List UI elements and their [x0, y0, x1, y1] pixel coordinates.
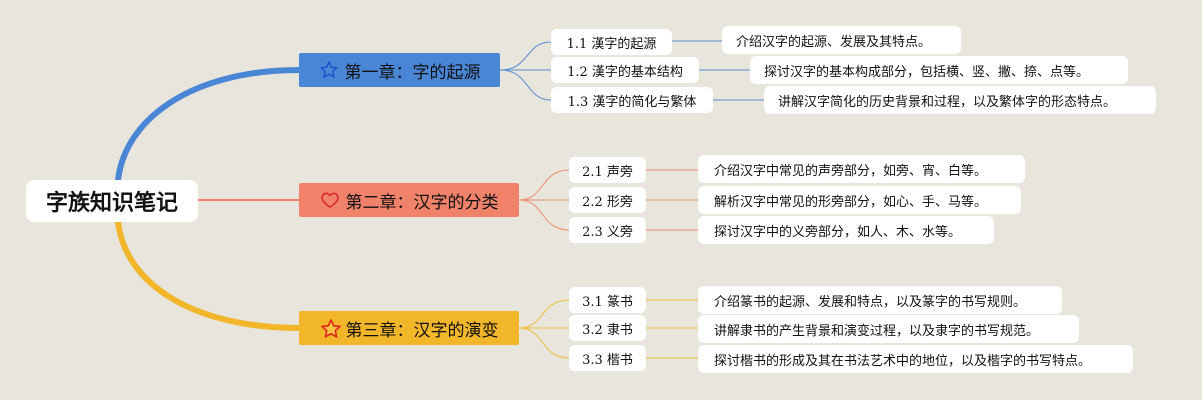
ch2-sub-2[interactable]: 2.2 形旁 [569, 187, 646, 213]
ch3-sub-1[interactable]: 3.1 篆书 [569, 287, 646, 313]
root-connector-1 [115, 67, 303, 183]
ch3-desc-1-text: 介绍篆书的起源、发展和特点，以及篆字的书写规则。 [714, 294, 1027, 310]
ch2-connector-3 [518, 199, 570, 231]
ch2-sub-3-label: 2.3 义旁 [582, 224, 633, 240]
chapter-2-label: 第二章：汉字的分类 [345, 192, 499, 213]
ch1-sub-1[interactable]: 1.1 漢字的起源 [551, 29, 672, 55]
ch1-desc-3[interactable]: 讲解汉字简化的历史背景和过程，以及繁体字的形态特点。 [764, 86, 1156, 114]
ch2-connector-1 [518, 169, 570, 201]
chapter-3-label: 第三章：汉字的演变 [345, 320, 499, 341]
ch1-desc-2-text: 探讨汉字的基本构成部分，包括横、竖、撇、捺、点等。 [764, 64, 1090, 80]
ch1-desc-1-text: 介绍汉字的起源、发展及其特点。 [736, 34, 932, 50]
ch3-desc-1[interactable]: 介绍篆书的起源、发展和特点，以及篆字的书写规则。 [698, 286, 1062, 314]
ch3-sub-1-label: 3.1 篆书 [582, 294, 633, 310]
ch3-connector-3 [518, 327, 570, 359]
star-outline-icon [319, 60, 339, 80]
ch3-sub-2[interactable]: 3.2 隶书 [569, 315, 646, 341]
ch1-sub-2[interactable]: 1.2 漢字的基本结构 [551, 57, 699, 83]
ch3-desc-2[interactable]: 讲解隶书的产生背景和演变过程，以及隶字的书写规范。 [698, 315, 1079, 343]
chapter-1-label: 第一章：字的起源 [344, 62, 481, 83]
ch2-desc-1-text: 介绍汉字中常见的声旁部分，如旁、宵、白等。 [714, 163, 988, 179]
ch3-desc-3[interactable]: 探讨楷书的形成及其在书法艺术中的地位，以及楷字的书写特点。 [698, 345, 1133, 373]
ch2-sub-1-label: 2.1 声旁 [582, 164, 633, 180]
ch3-desc-2-text: 讲解隶书的产生背景和演变过程，以及隶字的书写规范。 [714, 323, 1040, 339]
root-title: 字族知识笔记 [45, 191, 178, 216]
star-filled-icon [320, 318, 341, 338]
ch1-desc-3-text: 讲解汉字简化的历史背景和过程，以及繁体字的形态特点。 [778, 94, 1117, 110]
ch2-sub-3[interactable]: 2.3 义旁 [569, 217, 646, 243]
ch1-connector-3 [499, 69, 552, 101]
ch2-desc-3-text: 探讨汉字中的义旁部分，如人、木、水等。 [714, 224, 962, 240]
root-node[interactable]: 字族知识笔记 [26, 180, 198, 222]
ch1-desc-2[interactable]: 探讨汉字的基本构成部分，包括横、竖、撇、捺、点等。 [750, 56, 1128, 84]
ch2-desc-1[interactable]: 介绍汉字中常见的声旁部分，如旁、宵、白等。 [698, 155, 1025, 183]
ch1-sub-2-label: 1.2 漢字的基本结构 [567, 64, 683, 80]
chapter-2-node[interactable]: 第二章：汉字的分类 [299, 183, 519, 217]
ch2-sub-2-label: 2.2 形旁 [582, 194, 633, 210]
ch3-connector-1 [518, 299, 570, 329]
chapter-3-node[interactable]: 第三章：汉字的演变 [299, 311, 519, 345]
ch2-desc-2-text: 解析汉字中常见的形旁部分，如心、手、马等。 [714, 194, 988, 210]
ch2-desc-3[interactable]: 探讨汉字中的义旁部分，如人、木、水等。 [698, 216, 994, 244]
ch2-sub-1[interactable]: 2.1 声旁 [569, 157, 646, 183]
ch3-sub-2-label: 3.2 隶书 [582, 322, 633, 338]
chapter-1-node[interactable]: 第一章：字的起源 [299, 53, 500, 87]
ch1-sub-3[interactable]: 1.3 漢字的简化与繁体 [551, 87, 713, 113]
ch1-desc-1[interactable]: 介绍汉字的起源、发展及其特点。 [722, 26, 961, 54]
ch1-connector-1 [499, 41, 552, 71]
ch3-sub-3-label: 3.3 楷书 [582, 352, 633, 368]
heart-outline-icon [320, 190, 340, 210]
ch1-sub-1-label: 1.1 漢字的起源 [566, 36, 657, 52]
ch3-desc-3-text: 探讨楷书的形成及其在书法艺术中的地位，以及楷字的书写特点。 [714, 353, 1092, 369]
root-connector-3 [115, 219, 303, 331]
ch3-sub-3[interactable]: 3.3 楷书 [569, 345, 646, 371]
ch1-sub-3-label: 1.3 漢字的简化与繁体 [567, 94, 697, 110]
ch2-desc-2[interactable]: 解析汉字中常见的形旁部分，如心、手、马等。 [698, 186, 1021, 214]
